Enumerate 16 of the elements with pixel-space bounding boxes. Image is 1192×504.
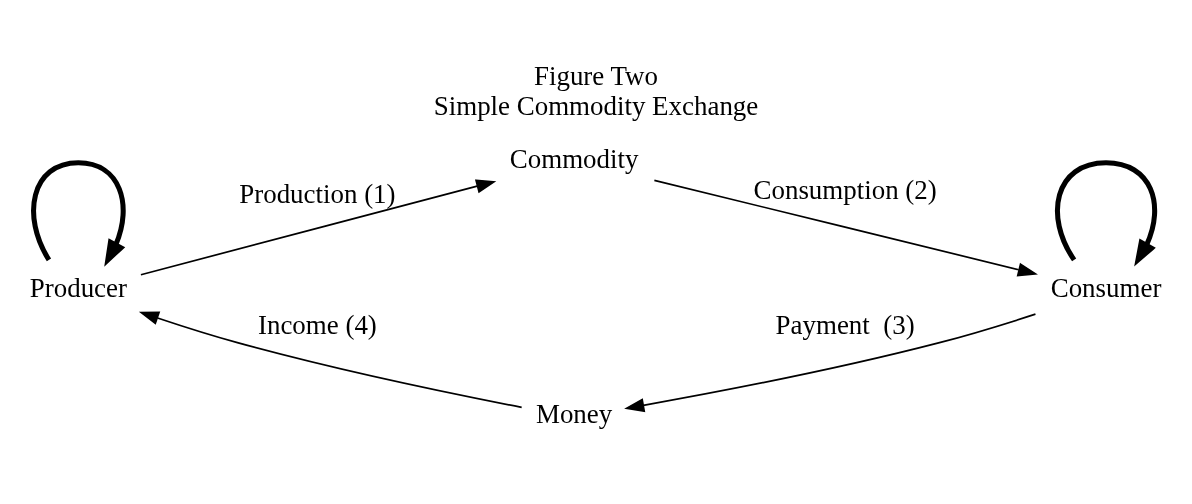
edge-label: Consumption (2) [753,175,937,206]
arrow [624,313,1037,413]
node-text: Commodity [509,143,639,174]
caption: Simple Commodity Exchange [433,91,759,122]
node-text: Consumer [1050,273,1162,304]
edge-label: Payment (3) [775,310,915,341]
arrow [1055,160,1158,267]
diagram-title: Figure Two [533,61,659,92]
arrow [138,311,523,409]
arrow [653,179,1038,277]
arrow [140,179,497,276]
edge-label: Income (4) [257,310,377,341]
arrow [31,160,126,267]
edge-label: Production (1) [239,178,396,209]
node-text: Money [535,399,613,430]
node-text: Producer [29,273,127,304]
